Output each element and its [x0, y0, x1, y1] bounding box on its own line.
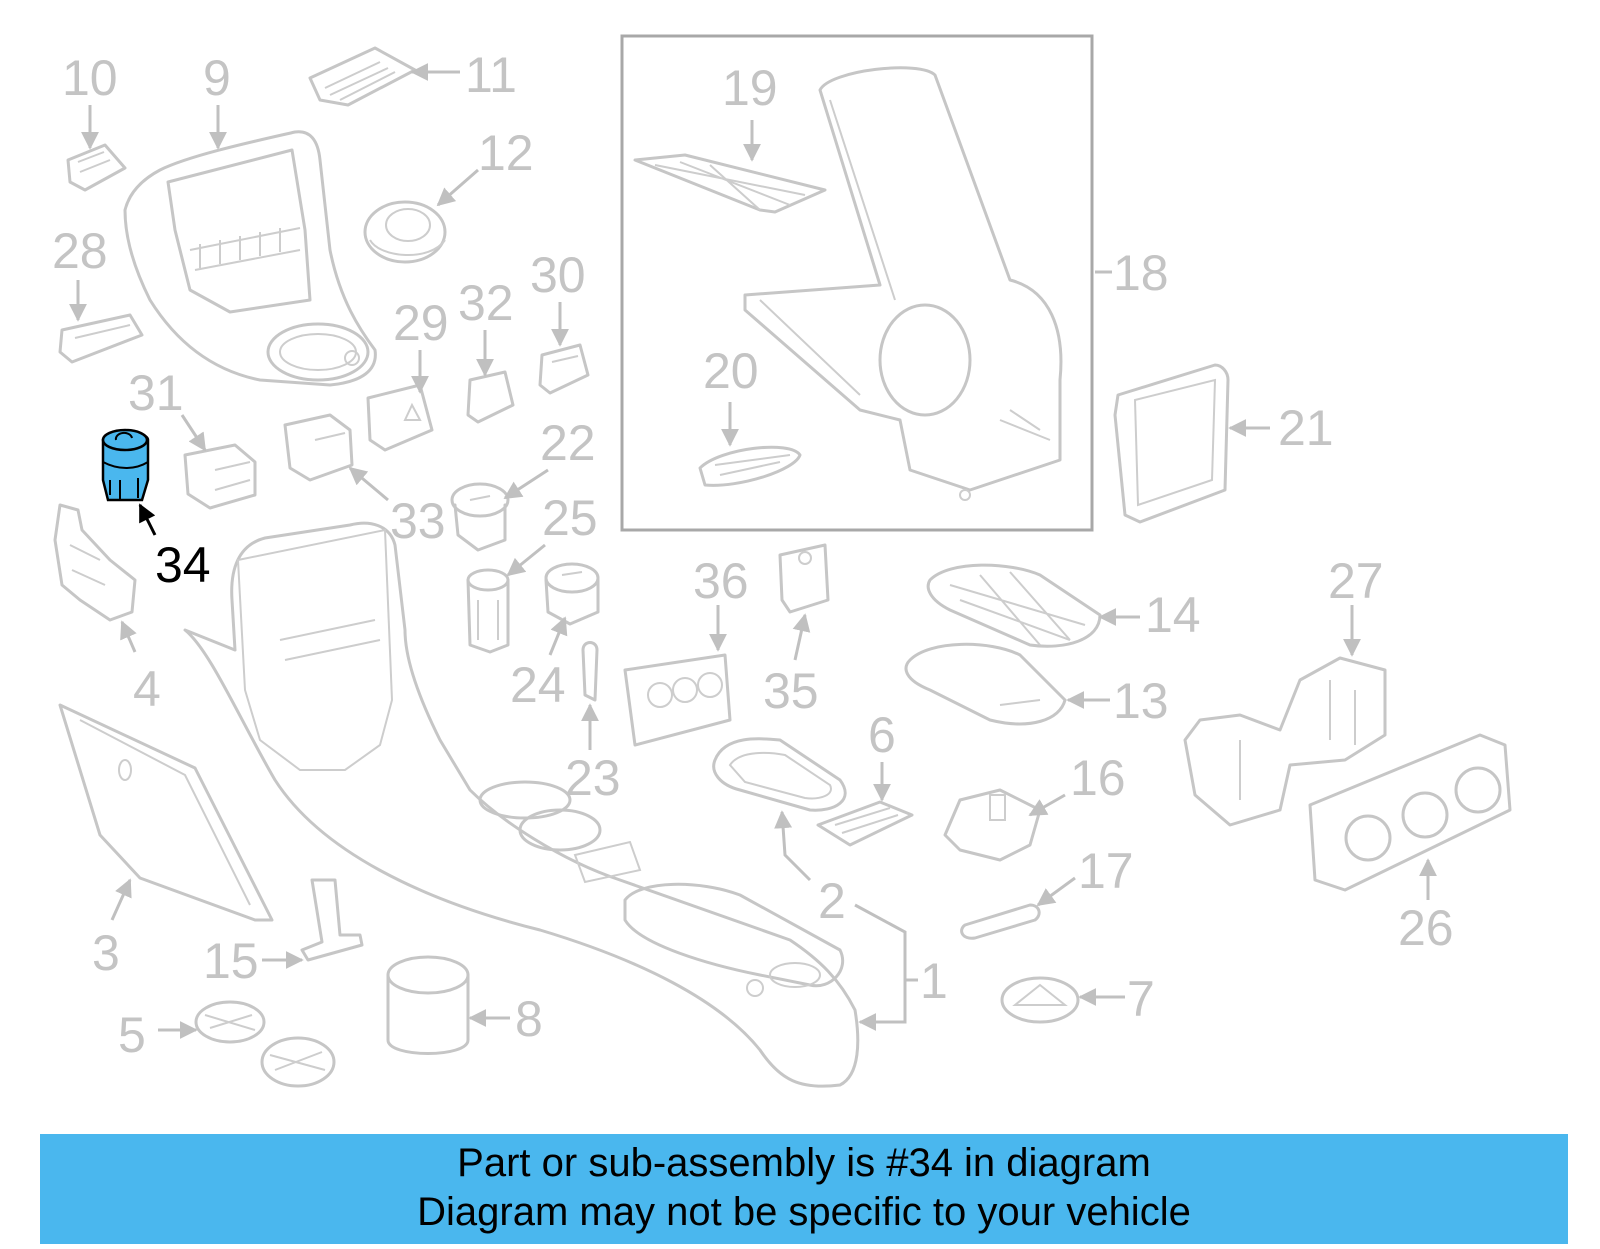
callout-5: 5 — [118, 1007, 146, 1063]
part-28-switch — [58, 313, 144, 364]
callout-32: 32 — [458, 275, 514, 331]
callout-20: 20 — [703, 343, 759, 399]
part-34-highlighted-switch[interactable] — [101, 428, 150, 502]
part-14-mat — [926, 563, 1102, 648]
part-36-vent-panel — [623, 653, 732, 747]
callout-12: 12 — [478, 125, 534, 181]
callout-25: 25 — [542, 490, 598, 546]
part-32-switch — [466, 370, 515, 424]
part-6-insert — [816, 800, 914, 847]
part-18-armrest — [743, 66, 1063, 501]
callout-34[interactable]: 34 — [155, 537, 211, 593]
part-2-bezel — [712, 737, 847, 812]
part-30-switch — [538, 343, 590, 395]
callout-36: 36 — [693, 553, 749, 609]
callout-29: 29 — [393, 295, 449, 351]
part-29-hazard-switch — [366, 383, 434, 452]
callout-10: 10 — [62, 50, 118, 106]
callout-28: 28 — [52, 223, 108, 279]
part-20-armrest-insert — [698, 445, 802, 487]
callout-31: 31 — [128, 365, 184, 421]
callout-21: 21 — [1278, 400, 1334, 456]
callout-35: 35 — [763, 663, 819, 719]
part-33-switch — [283, 413, 354, 482]
part-21-lid — [1113, 363, 1230, 524]
part-9-center-trim-panel — [123, 130, 377, 387]
callout-7: 7 — [1127, 971, 1155, 1027]
banner-line-disclaimer: Diagram may not be specific to your vehi… — [417, 1190, 1191, 1234]
banner-line-part: Part or sub-assembly is #34 in diagram — [457, 1141, 1151, 1185]
part-23-bulb — [581, 641, 599, 702]
callout-23: 23 — [565, 750, 621, 806]
part-1-center-console — [183, 521, 860, 1088]
callout-6: 6 — [868, 707, 896, 763]
part-16-bracket — [943, 788, 1042, 862]
leader-lines — [69, 63, 1437, 1039]
part-4-bracket — [53, 503, 137, 622]
callout-22: 22 — [540, 415, 596, 471]
part-31-switch — [183, 443, 257, 510]
callout-13: 13 — [1113, 673, 1169, 729]
part-5-mats — [194, 1000, 336, 1088]
callout-18: 18 — [1113, 245, 1169, 301]
part-35-switch — [778, 543, 830, 614]
part-10-clip — [66, 143, 127, 192]
callout-30: 30 — [530, 247, 586, 303]
callout-17: 17 — [1078, 843, 1134, 899]
callout-16: 16 — [1070, 750, 1126, 806]
part-12-shift-boot — [363, 200, 447, 264]
callout-27: 27 — [1328, 553, 1384, 609]
part-22-power-outlet — [450, 482, 510, 552]
callout-15: 15 — [203, 933, 259, 989]
part-24-lighter — [544, 562, 600, 626]
callout-8: 8 — [515, 991, 543, 1047]
part-25-socket — [466, 568, 510, 654]
info-banner: Part or sub-assembly is #34 in diagram D… — [40, 1134, 1568, 1244]
part-8-cup — [386, 955, 470, 1055]
callout-11: 11 — [465, 47, 517, 103]
part-17-clip — [960, 903, 1041, 940]
callout-33: 33 — [390, 493, 446, 549]
part-26-climate-control — [1308, 733, 1512, 892]
part-13-mat — [904, 642, 1067, 726]
callout-24: 24 — [510, 657, 566, 713]
callout-9: 9 — [203, 50, 231, 106]
part-15-bracket — [300, 878, 364, 962]
part-7-cover — [1000, 976, 1080, 1024]
part-27-climate-housing — [1183, 656, 1387, 827]
armrest-inset-frame — [620, 34, 1094, 532]
callout-4: 4 — [133, 661, 161, 717]
callout-14: 14 — [1145, 587, 1201, 643]
callout-numbers: 10 9 11 12 28 30 29 32 31 22 33 25 34 4 … — [52, 47, 1454, 1063]
part-11-tray — [308, 46, 417, 107]
callout-1: 1 — [920, 953, 948, 1009]
part-3-side-panel — [58, 703, 274, 922]
callout-19: 19 — [722, 60, 778, 116]
callout-2: 2 — [818, 873, 846, 929]
callout-3: 3 — [92, 925, 120, 981]
callout-26: 26 — [1398, 900, 1454, 956]
part-19-armrest-mat — [633, 153, 827, 214]
